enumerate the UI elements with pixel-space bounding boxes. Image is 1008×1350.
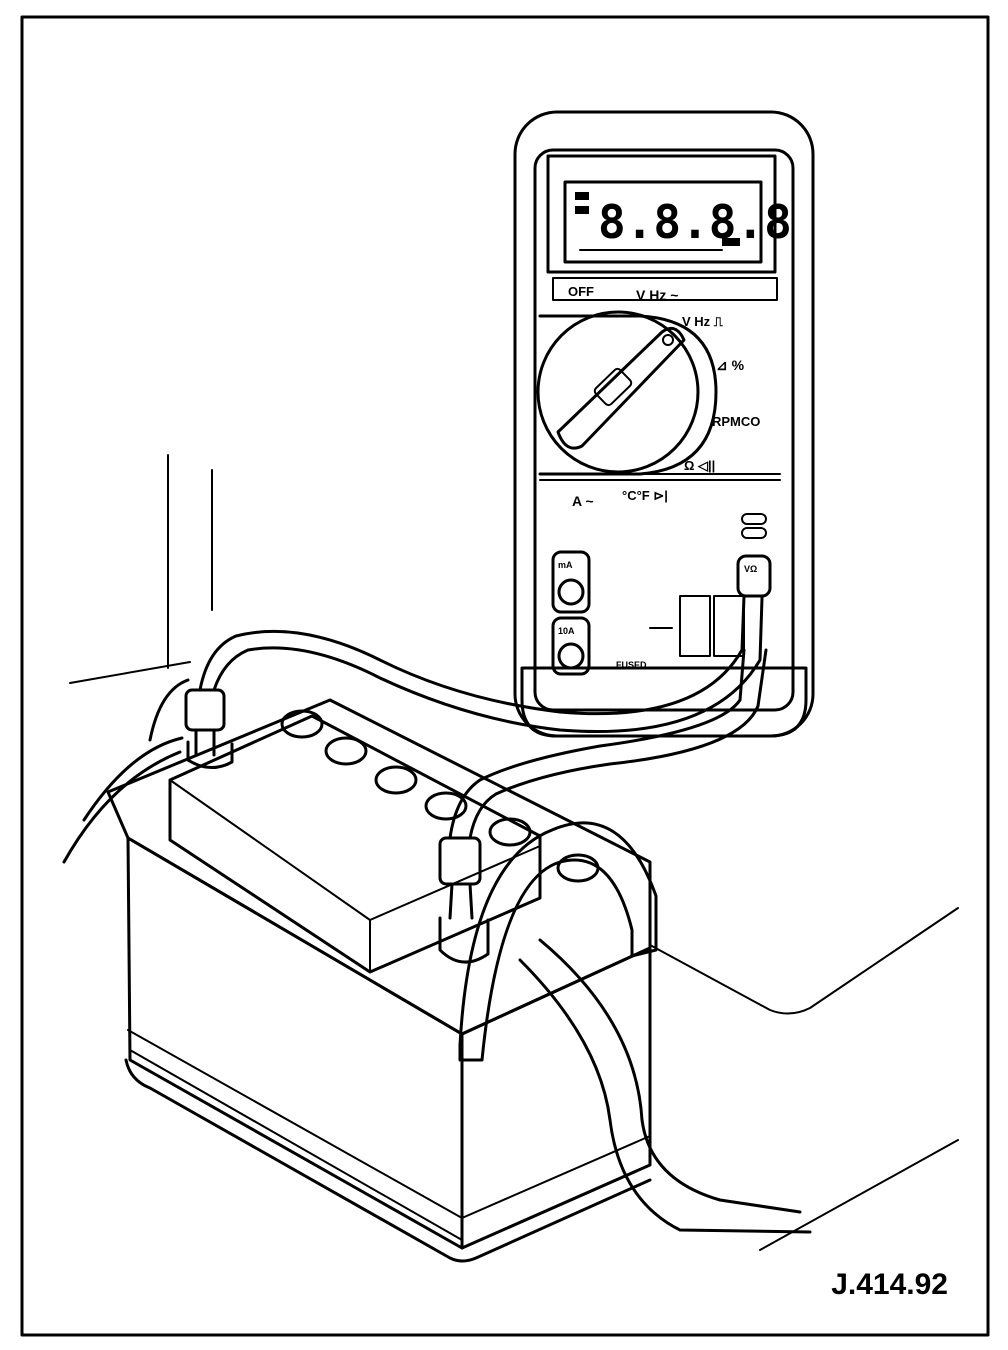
dial-label-v-dc: V Hz ⎍ <box>682 314 724 329</box>
dial-label-temp: °C°F ⊳| <box>622 488 668 503</box>
jack-label-10a: 10A <box>558 626 575 636</box>
cell-cap <box>374 765 418 795</box>
lcd-screen <box>563 180 763 264</box>
battery <box>106 698 658 1263</box>
multimeter: 8.8.8.8 OFF V Hz ~ V Hz ⎍ ⊿ % RPMCO Ω ◁|… <box>513 110 815 738</box>
battery-cable-left <box>62 678 190 864</box>
rotary-selector-dial[interactable] <box>536 310 700 474</box>
lcd-readout: 8.8.8.8 <box>598 195 792 249</box>
dial-pointer <box>556 326 686 450</box>
probe-clip-positive <box>438 836 482 886</box>
figure-reference-code: J.414.92 <box>831 1268 948 1301</box>
test-lead-negative <box>198 594 764 734</box>
positive-terminal <box>438 836 490 964</box>
cell-cap <box>424 791 468 821</box>
cell-cap <box>324 736 368 766</box>
jack-label-v-ohm: VΩ <box>744 564 757 574</box>
dial-label-ohm: Ω ◁|| <box>684 458 715 473</box>
jack-label-ma: mA <box>558 560 573 570</box>
display-window <box>546 154 777 274</box>
battery-handle <box>458 821 658 1062</box>
cell-cap <box>280 709 324 739</box>
dial-label-a: A ~ <box>572 493 594 509</box>
dial-label-dwell: ⊿ % <box>716 357 745 373</box>
probe-clip-negative <box>184 688 226 732</box>
dial-label-rpm: RPMCO <box>712 414 760 429</box>
figure-frame <box>20 15 990 1337</box>
test-lead-positive <box>448 648 768 840</box>
dial-label-off: OFF <box>568 284 594 299</box>
cell-cap <box>488 817 532 847</box>
negative-terminal <box>184 688 234 769</box>
battery-cable-right <box>518 938 812 1234</box>
dial-label-v-ac: V Hz ~ <box>636 287 678 303</box>
jack-10a[interactable] <box>557 642 585 670</box>
jack-ma[interactable] <box>557 578 585 606</box>
fused-label: FUSED <box>616 660 647 670</box>
